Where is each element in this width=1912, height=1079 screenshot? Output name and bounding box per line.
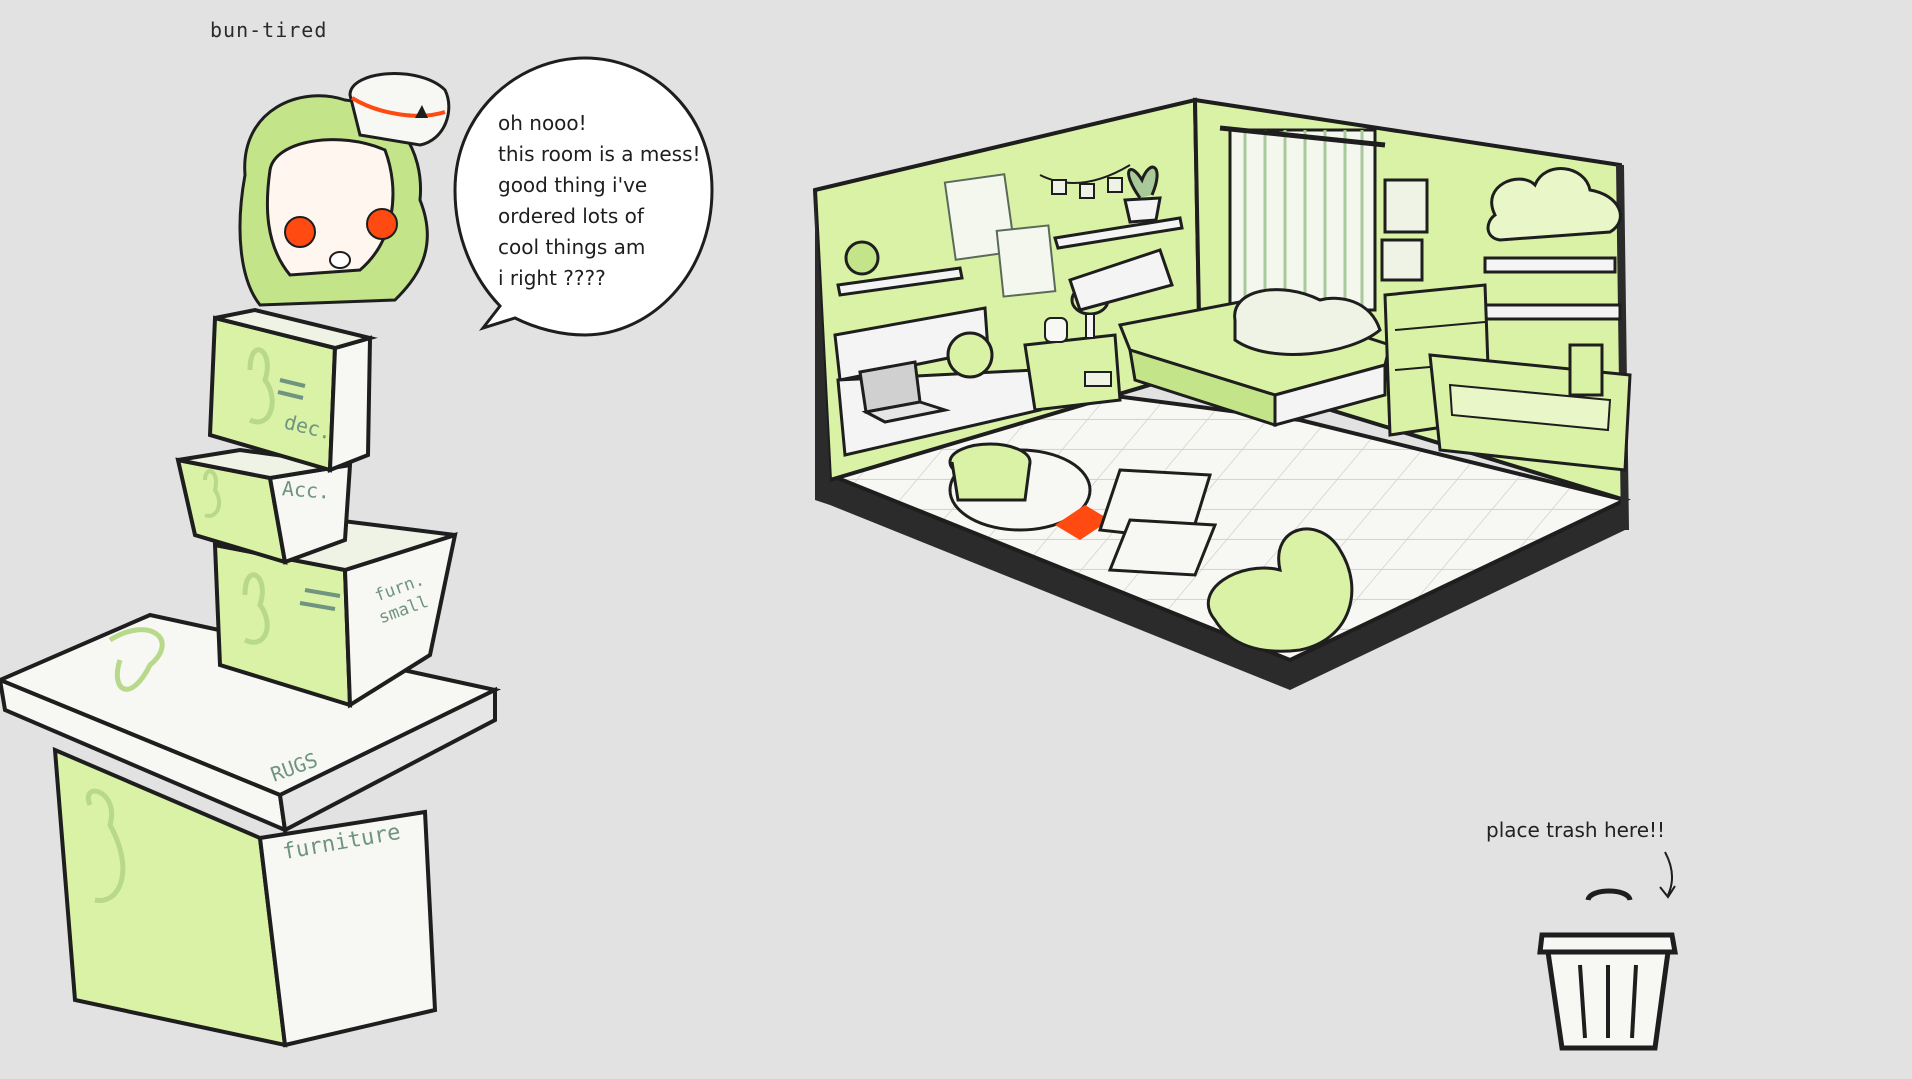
cup[interactable]	[1568, 343, 1604, 397]
speech-line: oh nooo!	[498, 111, 587, 135]
box-rugs[interactable]	[0, 612, 502, 834]
speech-bubble-text: oh nooo! this room is a mess! good thing…	[498, 108, 718, 294]
trash-label: place trash here!!	[1486, 818, 1666, 842]
character-eye	[284, 216, 316, 248]
trash-lid[interactable]	[1537, 932, 1678, 955]
bean-bag[interactable]	[1206, 527, 1354, 653]
wall-shelf[interactable]	[1478, 303, 1622, 321]
plant-broccoli[interactable]	[844, 240, 880, 276]
speech-line: ordered lots of	[498, 204, 644, 228]
trash-scrap[interactable]	[1055, 505, 1110, 540]
box-stack[interactable]	[0, 307, 502, 1048]
window-curtain[interactable]	[1219, 125, 1386, 312]
character-bun[interactable]	[238, 72, 451, 307]
nightstand[interactable]	[1023, 333, 1122, 412]
character-eye	[366, 208, 398, 240]
room-base-edge	[830, 475, 1625, 690]
character-name-tag: bun-tired	[210, 18, 328, 42]
room-diorama[interactable]	[812, 97, 1632, 690]
wall-shelf[interactable]	[836, 266, 964, 297]
trash-paper[interactable]	[1107, 518, 1218, 577]
round-pillow[interactable]	[946, 331, 994, 379]
shark-plush[interactable]	[1233, 288, 1382, 356]
potted-plant[interactable]	[1123, 165, 1162, 224]
desk-cabinet[interactable]	[1428, 343, 1632, 472]
string-lights	[1039, 164, 1131, 184]
speech-line: good thing i've	[498, 173, 648, 197]
bed[interactable]	[1068, 248, 1392, 428]
box-accessories[interactable]	[175, 447, 353, 565]
cat-figure[interactable]	[1044, 317, 1068, 343]
wall-shelf[interactable]	[1053, 216, 1184, 250]
box-decor[interactable]	[207, 307, 378, 473]
speech-line: this room is a mess!	[498, 142, 701, 166]
box-accessories-label: Acc.	[281, 476, 331, 504]
sailor-hat[interactable]	[348, 72, 451, 147]
cloud-lamp[interactable]	[1486, 167, 1622, 242]
left-wall-edge	[815, 190, 830, 505]
speech-line: i right ????	[498, 266, 606, 290]
pillow[interactable]	[1068, 248, 1174, 312]
box-furniture[interactable]	[52, 746, 438, 1048]
picture-frame[interactable]	[1380, 238, 1424, 282]
trash-lid-handle	[1585, 888, 1633, 902]
character-face	[265, 138, 395, 277]
trash-can[interactable]	[1537, 888, 1678, 1051]
arrow-down-icon	[1664, 851, 1673, 896]
speech-bubble	[453, 56, 714, 337]
wall-shelf[interactable]	[1483, 256, 1617, 274]
stool[interactable]	[948, 442, 1032, 502]
speech-line: cool things am	[498, 235, 646, 259]
picture-frame[interactable]	[1383, 178, 1429, 234]
laptop[interactable]	[858, 360, 951, 424]
poster[interactable]	[995, 224, 1057, 298]
hat-badge-icon	[415, 105, 428, 118]
